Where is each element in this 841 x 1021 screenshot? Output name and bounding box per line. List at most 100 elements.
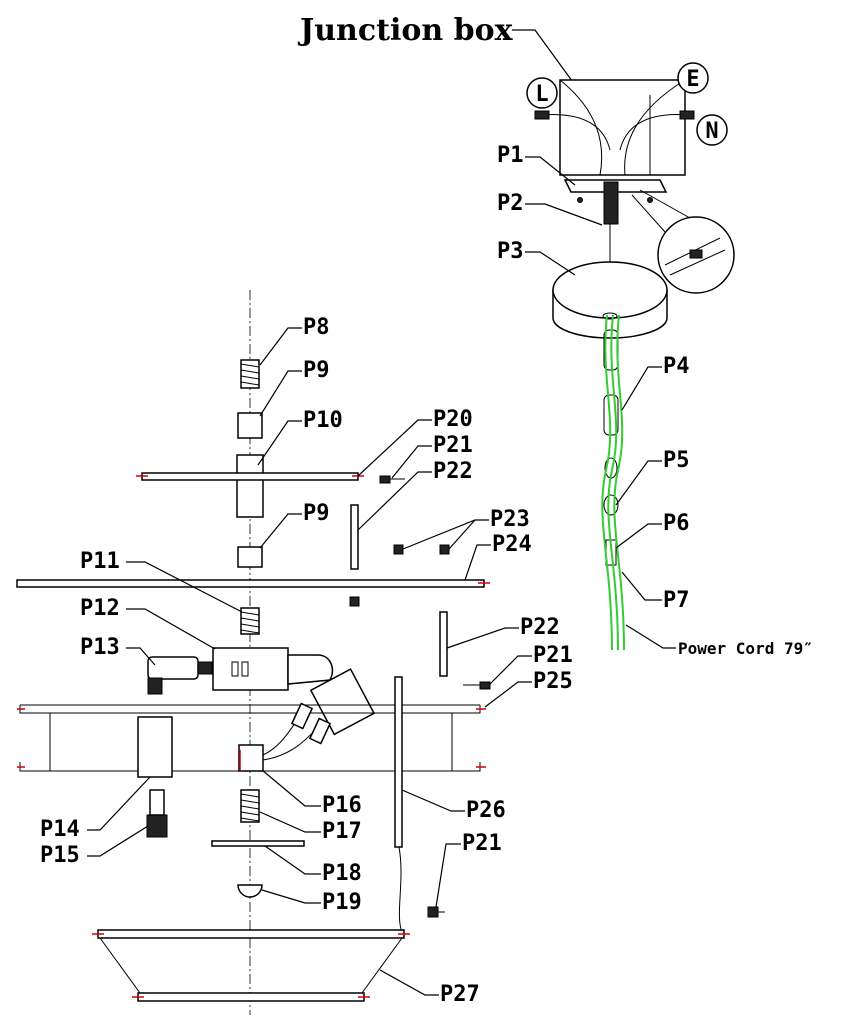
leader-p19 — [261, 889, 321, 904]
leader-p2 — [525, 203, 603, 226]
leader-p20 — [357, 419, 432, 477]
label-p25: P25 — [533, 669, 573, 694]
label-p9b: P9 — [303, 501, 330, 526]
leader-p23-b — [448, 519, 476, 550]
nut-p9-lower — [237, 546, 263, 568]
leader-p15 — [87, 825, 149, 857]
spring-p8 — [240, 359, 260, 389]
leader-p4 — [621, 366, 662, 411]
rod-p22-lower — [439, 611, 448, 677]
label-p11: P11 — [80, 549, 120, 574]
screw-p21-middle — [463, 681, 491, 690]
leader-p21a — [391, 445, 432, 479]
leader-p12 — [126, 608, 216, 650]
spring-p11 — [240, 607, 260, 635]
leader-p17 — [259, 811, 321, 833]
threaded-nipple-p2 — [603, 181, 619, 225]
leader-p22b — [446, 627, 519, 649]
power-cord-label: Power Cord 79″ — [678, 639, 813, 658]
label-p13: P13 — [80, 635, 120, 660]
live-wire-marker: L — [526, 77, 558, 109]
leader-p10 — [257, 420, 302, 466]
leader-p21c — [435, 843, 461, 908]
label-p21b: P21 — [533, 643, 573, 668]
leader-power-cord — [625, 624, 676, 649]
spring-p17 — [240, 789, 260, 823]
label-p15: P15 — [40, 843, 80, 868]
label-p18: P18 — [322, 861, 362, 886]
label-p14: P14 — [40, 817, 80, 842]
label-p20: P20 — [433, 407, 473, 432]
switch-p15 — [146, 789, 168, 838]
label-p27: P27 — [440, 982, 480, 1007]
leader-p3 — [525, 251, 576, 276]
screw-p23-lower — [349, 596, 360, 607]
plate-p24 — [16, 579, 485, 588]
label-p10: P10 — [303, 408, 343, 433]
leader-p18 — [264, 845, 321, 875]
label-p16: P16 — [322, 793, 362, 818]
label-p2: P2 — [497, 191, 524, 216]
upper-arm-p20 — [141, 472, 359, 481]
socket-body-p12 — [212, 647, 376, 736]
earth-label: E — [686, 67, 699, 92]
canopy-p3 — [552, 261, 668, 339]
washer-p18 — [211, 840, 305, 847]
junction-box-title: Junction box — [297, 13, 514, 48]
label-p7: P7 — [663, 588, 690, 613]
screw-p21-top — [379, 475, 405, 484]
label-p3: P3 — [497, 239, 524, 264]
label-p19: P19 — [322, 890, 362, 915]
label-p9a: P9 — [303, 358, 330, 383]
leader-p24 — [464, 544, 491, 581]
leader-p6 — [615, 523, 662, 549]
label-p21a: P21 — [433, 433, 473, 458]
leader-p16 — [261, 769, 321, 807]
leader-p26 — [401, 789, 465, 812]
leader-p1 — [525, 156, 576, 186]
label-p24: P24 — [492, 532, 532, 557]
neutral-wire-marker: N — [696, 114, 728, 146]
detail-magnifier — [631, 189, 735, 294]
earth-wire-marker: E — [677, 62, 709, 94]
label-p6: P6 — [663, 511, 690, 536]
screw-p23-right — [439, 544, 450, 555]
leader-p9a — [259, 370, 302, 417]
leader-p22a — [357, 471, 432, 531]
junction-box — [534, 79, 695, 176]
box-p14 — [137, 716, 173, 778]
rod-p26 — [394, 676, 403, 848]
power-cord — [601, 314, 625, 651]
label-p26: P26 — [466, 798, 506, 823]
cylinder-p10 — [236, 454, 264, 518]
leader-p14 — [87, 776, 151, 831]
screw-p21-bottom — [427, 906, 445, 918]
junction-box-leader — [512, 29, 576, 86]
label-p12: P12 — [80, 596, 120, 621]
label-p17: P17 — [322, 819, 362, 844]
rod-p22-upper — [350, 504, 359, 570]
label-p4: P4 — [663, 354, 690, 379]
side-socket-p13 — [147, 656, 213, 695]
screw-p23-left — [393, 544, 404, 555]
leader-p25 — [484, 681, 532, 708]
junction-box-body — [559, 79, 686, 176]
live-label: L — [535, 82, 548, 107]
leader-p9b — [259, 513, 302, 549]
leader-p7 — [621, 571, 662, 601]
shade-p27 — [92, 929, 410, 1002]
leader-p27 — [379, 969, 439, 996]
label-p21c: P21 — [462, 831, 502, 856]
neutral-label: N — [705, 119, 718, 144]
label-p8: P8 — [303, 315, 330, 340]
leader-p21b — [489, 655, 532, 685]
nut-p9-upper — [237, 412, 263, 439]
holder-p16 — [238, 702, 332, 772]
label-p5: P5 — [663, 448, 690, 473]
finial-p19 — [237, 884, 263, 898]
label-p22b: P22 — [520, 615, 560, 640]
leader-p8 — [259, 327, 302, 366]
label-p22a: P22 — [433, 459, 473, 484]
leader-p5 — [615, 460, 662, 506]
